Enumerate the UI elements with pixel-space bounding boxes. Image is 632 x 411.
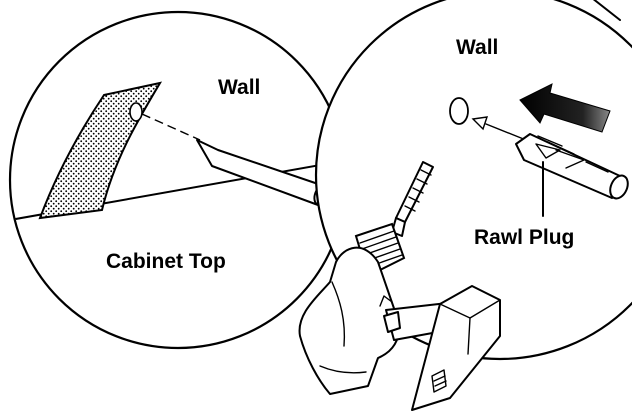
wall-hole [449,97,469,125]
insert-arrow-line [485,123,527,141]
left-wall-label: Wall [218,76,260,99]
direction-arrow-icon [519,83,611,133]
drill-trigger [383,311,401,333]
wall-panel [38,81,163,220]
guide-line [141,113,201,141]
left-detail-circle: Wall Cabinet Top [8,10,348,350]
rawl-plug-label: Rawl Plug [474,226,574,249]
pointer-line [592,0,621,21]
cabinet-top-label: Cabinet Top [106,250,226,273]
power-drill-icon [298,161,501,411]
insert-arrow-head [471,116,489,131]
drill-body [298,246,400,395]
right-wall-label: Wall [456,36,498,59]
battery-pack [411,285,501,411]
right-detail-circle: Wall Rawl Plug [314,0,632,361]
rawl-plug-icon [515,133,629,200]
drill-hole [129,102,143,122]
